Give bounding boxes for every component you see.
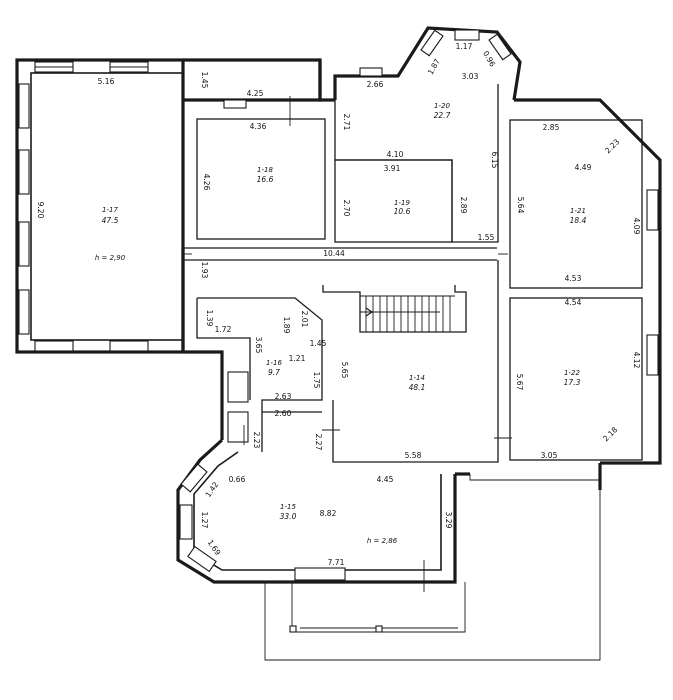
dim-label: 3.29 bbox=[444, 512, 453, 529]
room-1-18-area: 16.6 bbox=[257, 175, 274, 184]
dim-label: 4.45 bbox=[377, 475, 394, 484]
dim-label: 5.16 bbox=[98, 77, 115, 86]
dim-label: 2.66 bbox=[367, 80, 384, 89]
room-1-14-area: 48.1 bbox=[409, 383, 426, 392]
dim-label: 1.93 bbox=[200, 262, 209, 279]
dim-label: 1.72 bbox=[215, 325, 232, 334]
dim-label: 3.91 bbox=[384, 164, 401, 173]
dim-label: 3.65 bbox=[254, 337, 263, 354]
dim-label: 4.09 bbox=[632, 218, 641, 235]
dimension-labels: 5.16 9.20 1.45 4.25 4.36 4.26 2.66 3.03 … bbox=[36, 42, 641, 567]
dim-label: 1.21 bbox=[289, 354, 306, 363]
windows bbox=[18, 29, 659, 581]
room-1-20-id: 1-20 bbox=[434, 102, 450, 110]
dim-label: 5.65 bbox=[340, 362, 349, 379]
dim-label: 0.96 bbox=[481, 49, 497, 68]
dim-label: 1.75 bbox=[312, 372, 321, 389]
room-1-19-id: 1-19 bbox=[394, 199, 410, 207]
room-1-16-area: 9.7 bbox=[268, 368, 280, 377]
room-1-18-id: 1-18 bbox=[257, 166, 273, 174]
dim-label: 5.58 bbox=[405, 451, 422, 460]
room-1-15-height: h = 2,86 bbox=[367, 537, 398, 545]
dim-label: 4.54 bbox=[565, 298, 582, 307]
room-1-14-id: 1-14 bbox=[409, 374, 425, 382]
terrace bbox=[264, 474, 601, 661]
room-1-21-area: 18.4 bbox=[570, 216, 587, 225]
dim-label: 6.15 bbox=[490, 152, 499, 169]
dim-label: 1.45 bbox=[310, 339, 327, 348]
dim-label: 2.71 bbox=[342, 114, 351, 131]
dim-label: 1.45 bbox=[200, 72, 209, 89]
staircase bbox=[322, 285, 467, 333]
dim-label: 2.23 bbox=[252, 432, 261, 449]
interior-walls bbox=[183, 84, 643, 463]
dim-label: 2.01 bbox=[300, 311, 309, 328]
dim-label: 2.63 bbox=[275, 392, 292, 401]
door-marks bbox=[183, 96, 512, 592]
outer-walls bbox=[15, 26, 662, 584]
dim-label: 0.66 bbox=[229, 475, 246, 484]
dim-label: 2.60 bbox=[275, 409, 292, 418]
dim-label: 3.03 bbox=[462, 72, 479, 81]
dim-label: 2.89 bbox=[459, 197, 468, 214]
dim-label: 2.70 bbox=[342, 200, 351, 217]
room-1-22-area: 17.3 bbox=[564, 378, 581, 387]
dim-label: 4.26 bbox=[202, 174, 211, 191]
dim-label: 4.25 bbox=[247, 89, 264, 98]
dim-label: 2.85 bbox=[543, 123, 560, 132]
room-1-15-id: 1-15 bbox=[280, 503, 296, 511]
dim-label: 2.18 bbox=[601, 425, 619, 443]
room-1-15-area: 33.0 bbox=[280, 512, 297, 521]
dim-label: 5.64 bbox=[516, 197, 525, 214]
dim-label: 1.42 bbox=[203, 480, 220, 499]
dim-label: 4.12 bbox=[632, 352, 641, 369]
dim-label: 4.10 bbox=[387, 150, 404, 159]
dim-label: 1.89 bbox=[282, 317, 291, 334]
dim-label: 7.71 bbox=[328, 558, 345, 567]
room-1-21-id: 1-21 bbox=[570, 207, 586, 215]
dim-label: 2.23 bbox=[603, 137, 621, 155]
room-1-17-area: 47.5 bbox=[102, 216, 119, 225]
dim-label: 1.87 bbox=[426, 57, 442, 76]
dim-label: 4.53 bbox=[565, 274, 582, 283]
room-1-19-area: 10.6 bbox=[394, 207, 411, 216]
dim-label: 3.05 bbox=[541, 451, 558, 460]
room-1-20-area: 22.7 bbox=[434, 111, 451, 120]
room-1-17-id: 1-17 bbox=[102, 206, 118, 214]
dim-label: 9.20 bbox=[36, 202, 45, 219]
dim-label: 1.17 bbox=[456, 42, 473, 51]
dim-label: 10.44 bbox=[323, 249, 345, 258]
dim-label: 2.27 bbox=[314, 434, 323, 451]
room-1-17-height: h = 2,90 bbox=[95, 254, 126, 262]
room-1-22-id: 1-22 bbox=[564, 369, 580, 377]
dim-label: 1.27 bbox=[200, 512, 209, 529]
dim-label: 5.67 bbox=[515, 374, 524, 391]
dim-label: 1.55 bbox=[478, 233, 495, 242]
dim-label: 1.39 bbox=[205, 310, 214, 327]
dim-label: 4.36 bbox=[250, 122, 267, 131]
room-labels: 1-17 47.5 h = 2,90 1-18 16.6 1-19 10.6 1… bbox=[95, 102, 587, 545]
dim-label: 8.82 bbox=[320, 509, 337, 518]
room-1-16-id: 1-16 bbox=[266, 359, 282, 367]
dim-label: 4.49 bbox=[575, 163, 592, 172]
dim-label: 1.69 bbox=[206, 538, 223, 557]
